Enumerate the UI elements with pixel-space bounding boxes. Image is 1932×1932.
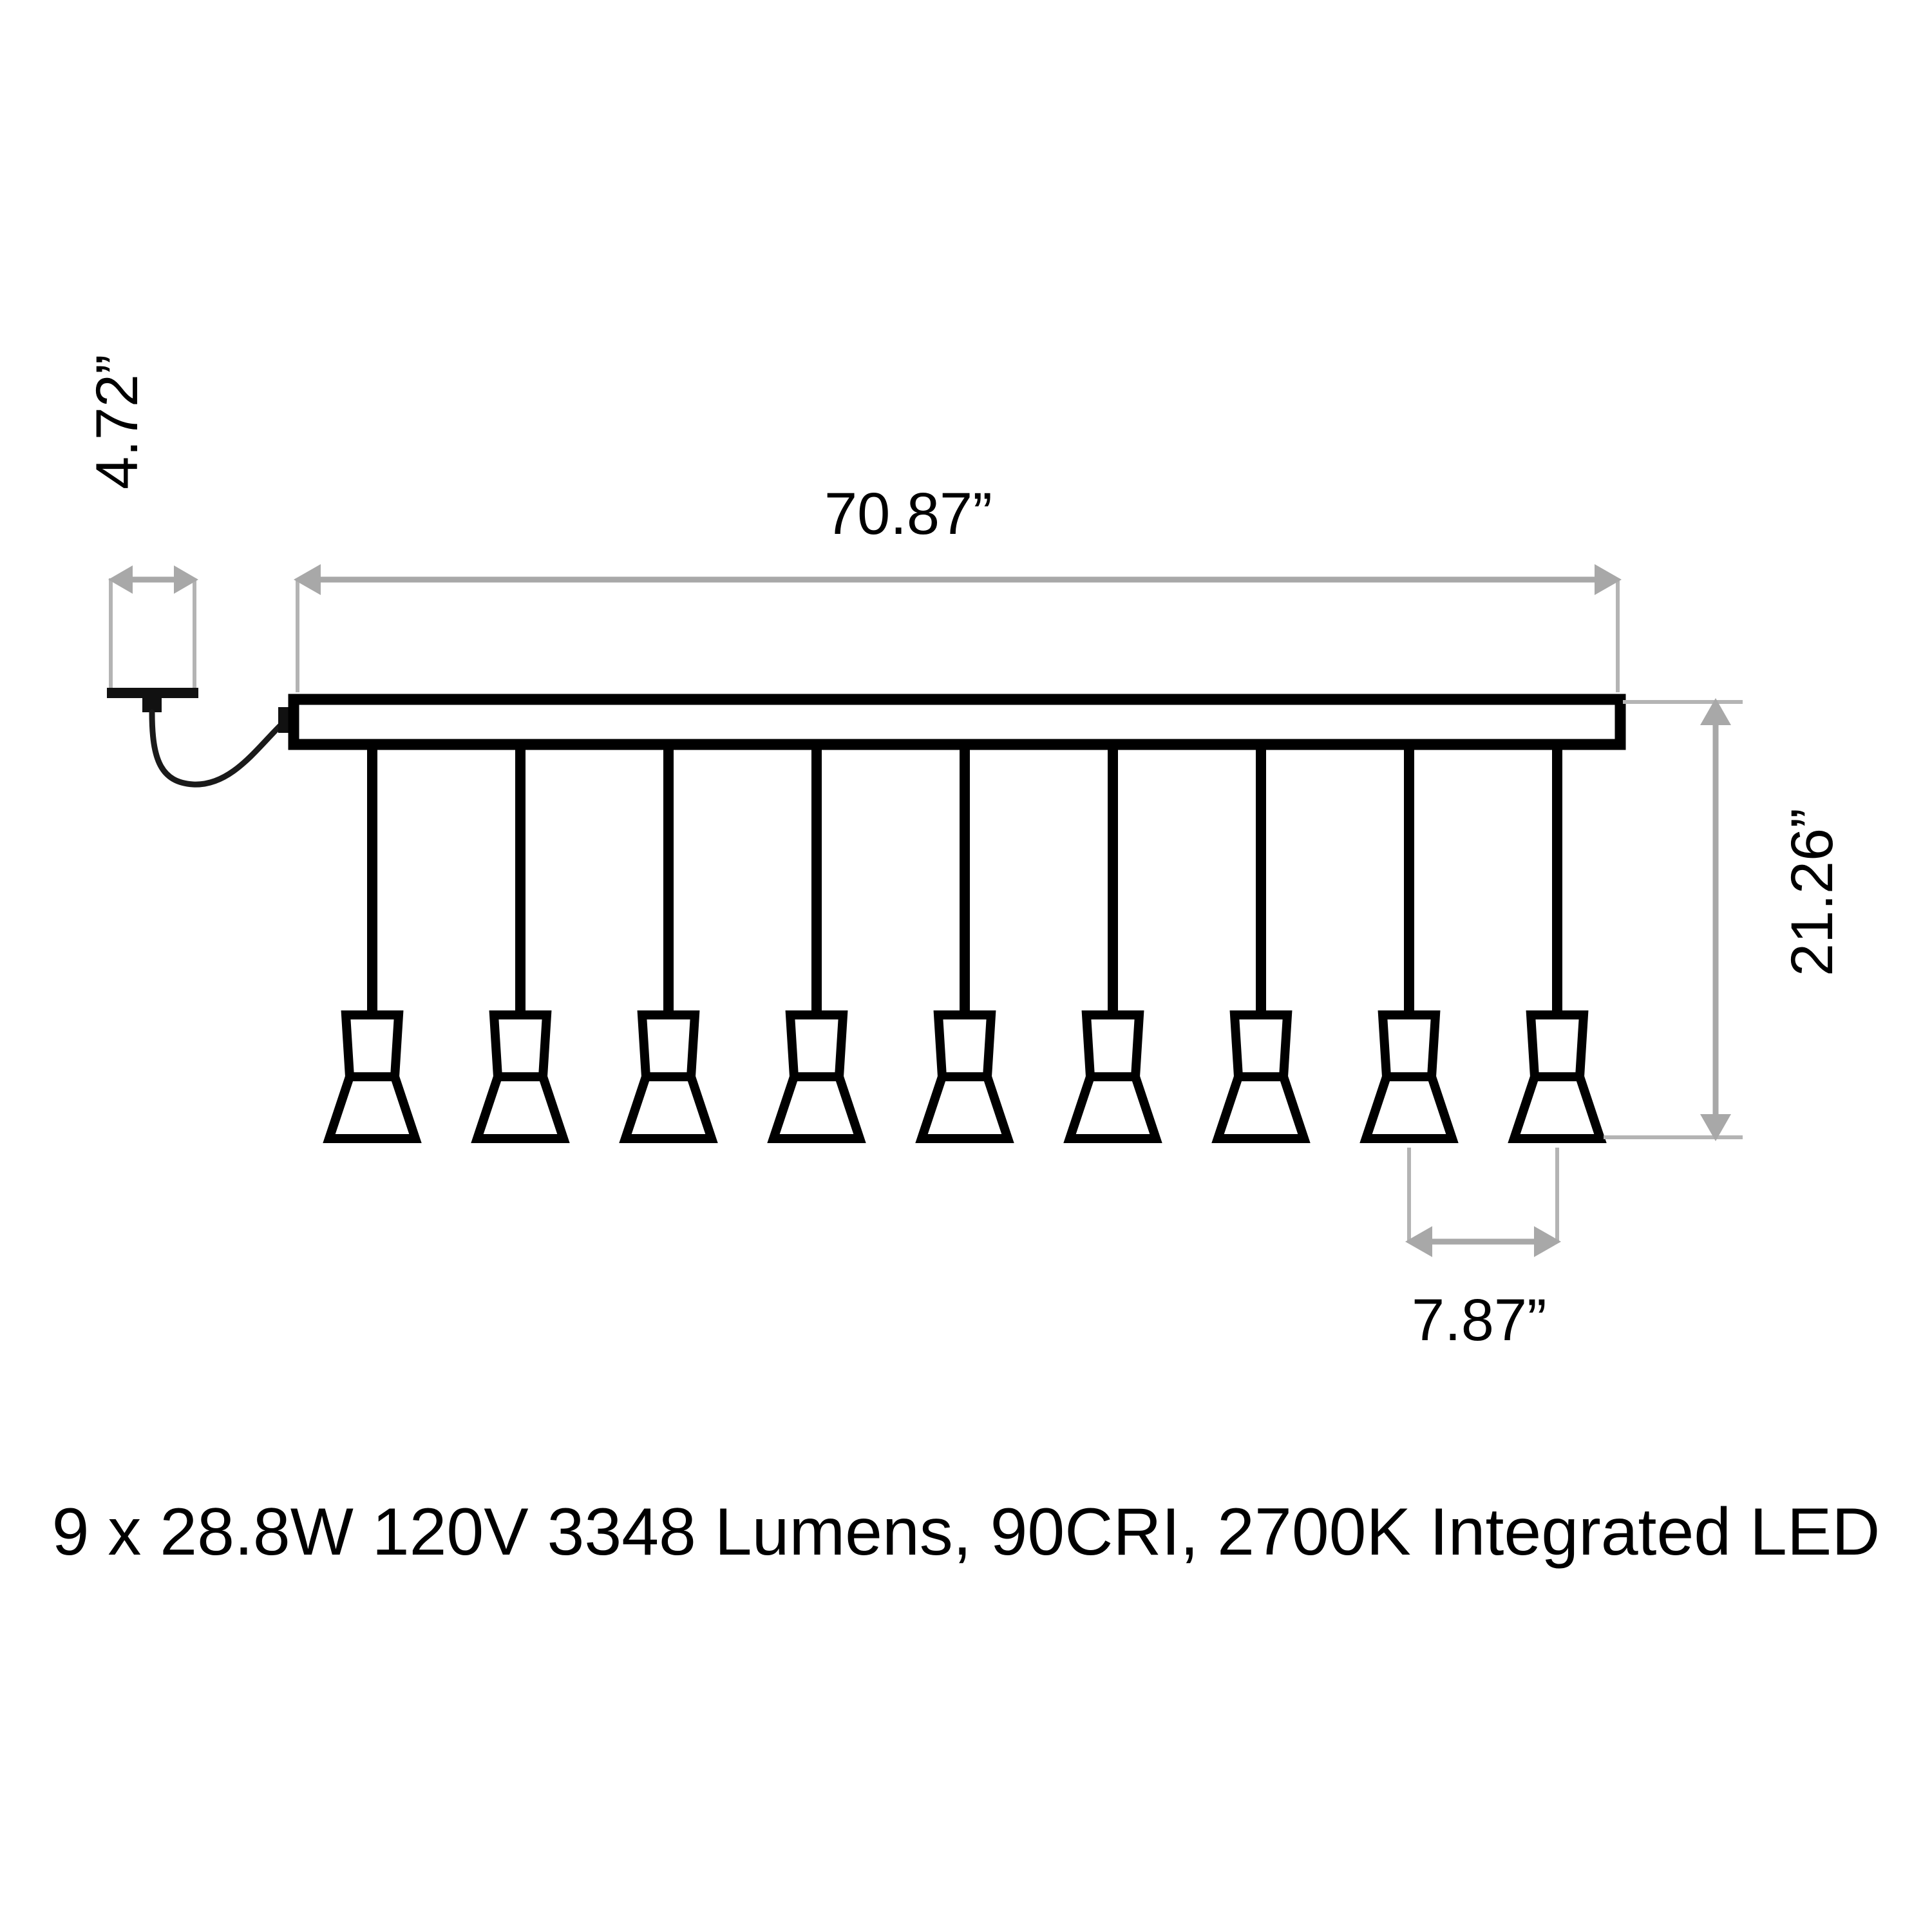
pendant-6 — [1063, 744, 1162, 1143]
dimension-pendant-spacing — [1405, 1148, 1561, 1257]
pendant-9 — [1508, 744, 1607, 1143]
dimension-label-drop-height: 21.26” — [1779, 808, 1845, 976]
dimension-label-overall-width: 70.87” — [824, 481, 992, 547]
pendant-8 — [1359, 744, 1459, 1143]
pendant-7 — [1211, 744, 1311, 1143]
pendant-3 — [619, 744, 718, 1143]
pendant-1 — [323, 744, 422, 1143]
pendant-4 — [767, 744, 866, 1143]
power-cable — [149, 709, 287, 788]
dimension-overall-width — [294, 564, 1622, 692]
pendant-2 — [471, 744, 570, 1143]
dimension-label-canopy-depth: 4.72” — [84, 354, 150, 489]
dimension-drop-height — [1604, 698, 1743, 1141]
specification-caption: 9 x 28.8W 120V 3348 Lumens, 90CRI, 2700K… — [52, 1495, 1880, 1569]
fixture-rail — [278, 694, 1626, 750]
pendant-5 — [915, 744, 1014, 1143]
dimension-label-pendant-spacing: 7.87” — [1412, 1287, 1547, 1353]
canopy-plate — [107, 688, 198, 712]
dimension-canopy-depth — [108, 565, 198, 690]
